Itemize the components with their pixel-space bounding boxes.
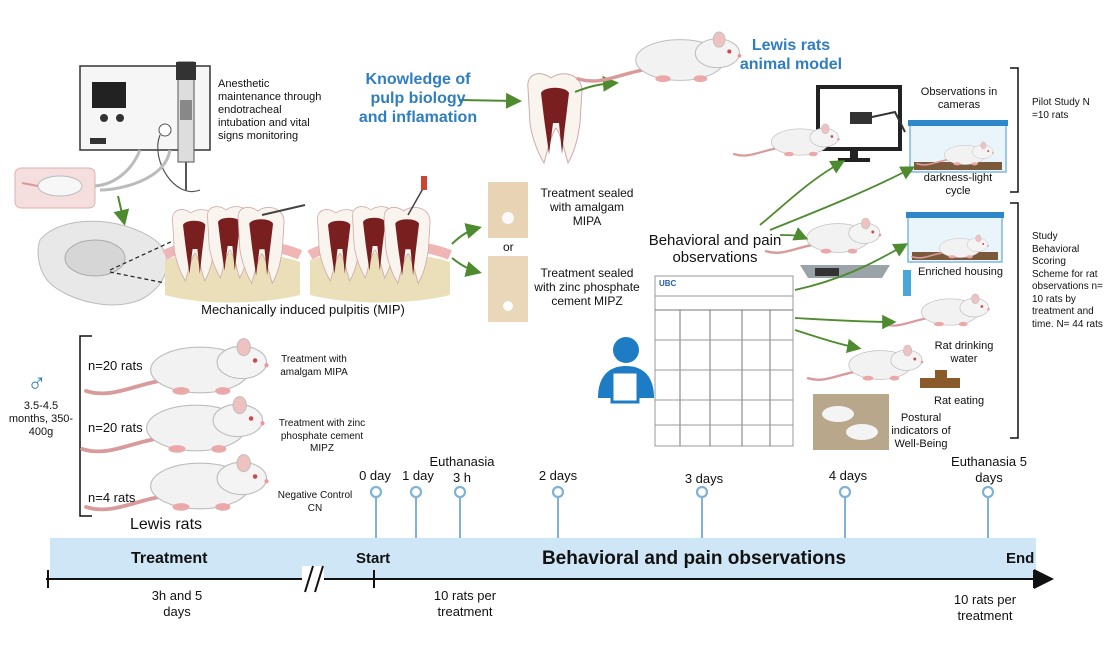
male-icon: ♂ — [27, 368, 47, 398]
start-label: Start — [356, 550, 391, 567]
rat-skull-illustration — [37, 220, 168, 306]
timeline-marker-dot — [409, 485, 423, 499]
group-mipz-n: n=20 rats — [88, 420, 143, 435]
knowledge-text: Knowledge of pulp biology and inflamatio… — [358, 71, 478, 126]
drinking-text: Rat drinking water — [934, 340, 994, 365]
tooth-section-illustration — [527, 73, 583, 164]
treatment-label: Treatment — [131, 550, 208, 567]
group-mipa-label: Treatment with amalgam MIPA — [280, 354, 348, 378]
marker-label-1-day: 1 day — [402, 468, 434, 483]
center-label: Behavioral and pain observations — [541, 548, 847, 569]
timeline-marker-dot — [551, 485, 565, 499]
marker-label-3-days: 3 days — [684, 471, 724, 486]
group-mipa-n: n=20 rats — [88, 358, 143, 373]
mipz-text: Treatment sealed with zinc phosphate cem… — [534, 266, 640, 308]
jaw-section-after — [307, 176, 452, 303]
timeline-marker-dot — [838, 485, 852, 499]
arrow-to-enriched — [794, 243, 909, 291]
zoom-line-top — [109, 239, 176, 271]
jaw-section-before — [162, 204, 306, 303]
rats-per-treatment-1: 10 rats per treatment — [433, 588, 497, 619]
arrow-to-drinking — [794, 314, 897, 330]
study-bracket — [1010, 202, 1019, 439]
marker-label-euthanasia-5-days: Euthanasia 5 days — [951, 454, 1027, 485]
cage-darkness-illustration — [908, 120, 1008, 173]
study-text: Study Behavioral Scoring Scheme for rat … — [1032, 231, 1103, 330]
group-control-label: Negative Control CN — [277, 490, 353, 514]
arrow-to-skull — [113, 195, 130, 226]
or-text: or — [503, 240, 514, 254]
group-control-n: n=4 rats — [88, 490, 136, 505]
timeline-marker-dot — [695, 485, 709, 499]
arrow-to-mipa — [451, 223, 482, 245]
marker-label-4-days: 4 days — [828, 468, 868, 483]
scale-rat-illustration — [764, 216, 890, 278]
arrow-to-eating — [794, 329, 862, 353]
pilot-bracket — [1010, 67, 1019, 193]
camera-rat-illustration — [732, 122, 841, 158]
end-label: End — [1006, 550, 1035, 567]
groups-bracket — [79, 335, 92, 517]
postural-photo — [813, 394, 889, 450]
observer-person-icon — [598, 337, 654, 404]
lewis-rat-illustration — [576, 30, 744, 84]
lewis-caption: Lewis rats — [130, 516, 203, 533]
anesthetized-rat-tray-illustration — [14, 167, 96, 209]
eating-text: Rat eating — [934, 395, 985, 407]
drinking-rat-illustration — [882, 270, 991, 328]
arrow-knowledge-to-tooth — [459, 92, 522, 109]
demographics-text: 3.5-4.5 months, 350-400g — [8, 400, 74, 438]
arrow-to-mipz — [451, 257, 482, 277]
arrow-to-cameras — [759, 160, 846, 226]
rats-per-treatment-2: 10 rats per treatment — [953, 592, 1017, 623]
timeline-marker-dot — [453, 485, 467, 499]
scoring-form-sheet — [654, 275, 794, 447]
arrow-to-scale — [779, 227, 809, 241]
mipa-tooth-photo — [488, 182, 528, 238]
timeline-marker-dot — [369, 485, 383, 499]
lewis-model-text: Lewis rats animal model — [739, 37, 843, 73]
group-mipz-label: Treatment with zinc phosphate cement MIP… — [278, 418, 366, 454]
observations-title: Behavioral and pain observations — [648, 232, 782, 266]
cage-enriched-illustration — [906, 212, 1004, 263]
eating-rat-illustration — [806, 344, 960, 388]
mipa-text: Treatment sealed with amalgam MIPA — [540, 186, 634, 228]
zinc-filling — [503, 301, 513, 311]
postural-text: Postural indicators of Well-Being — [891, 412, 951, 450]
timeline-break — [302, 565, 324, 593]
camera-monitor-illustration — [816, 85, 906, 162]
marker-label-2-days: 2 days — [538, 468, 578, 483]
timeline-marker-dot — [981, 485, 995, 499]
marker-label-0-day: 0 day — [359, 468, 391, 483]
arrow-tooth-to-rat — [574, 75, 619, 93]
treatment-duration: 3h and 5 days — [151, 588, 203, 619]
pilot-study-text: Pilot Study N =10 rats — [1032, 97, 1090, 121]
arrow-to-darkness — [769, 166, 916, 231]
marker-label-euthanasia-3h: Euthanasia 3 h — [429, 454, 495, 485]
amalgam-filling — [502, 212, 514, 224]
anesthesia-monitor-illustration — [79, 61, 211, 193]
anesthetic-text: Anesthetic maintenance through endotrach… — [218, 78, 322, 142]
timeline-bar — [50, 538, 1036, 578]
timeline-markers — [369, 485, 995, 538]
darkness-text: darkness-light cycle — [923, 172, 993, 197]
cameras-text: Observations in cameras — [920, 86, 998, 111]
mipz-tooth-photo — [488, 256, 528, 322]
form-header: UBC — [659, 279, 677, 288]
enriched-text: Enriched housing — [918, 266, 1004, 278]
mip-label: Mechanically induced pulpitis (MIP) — [201, 302, 405, 317]
